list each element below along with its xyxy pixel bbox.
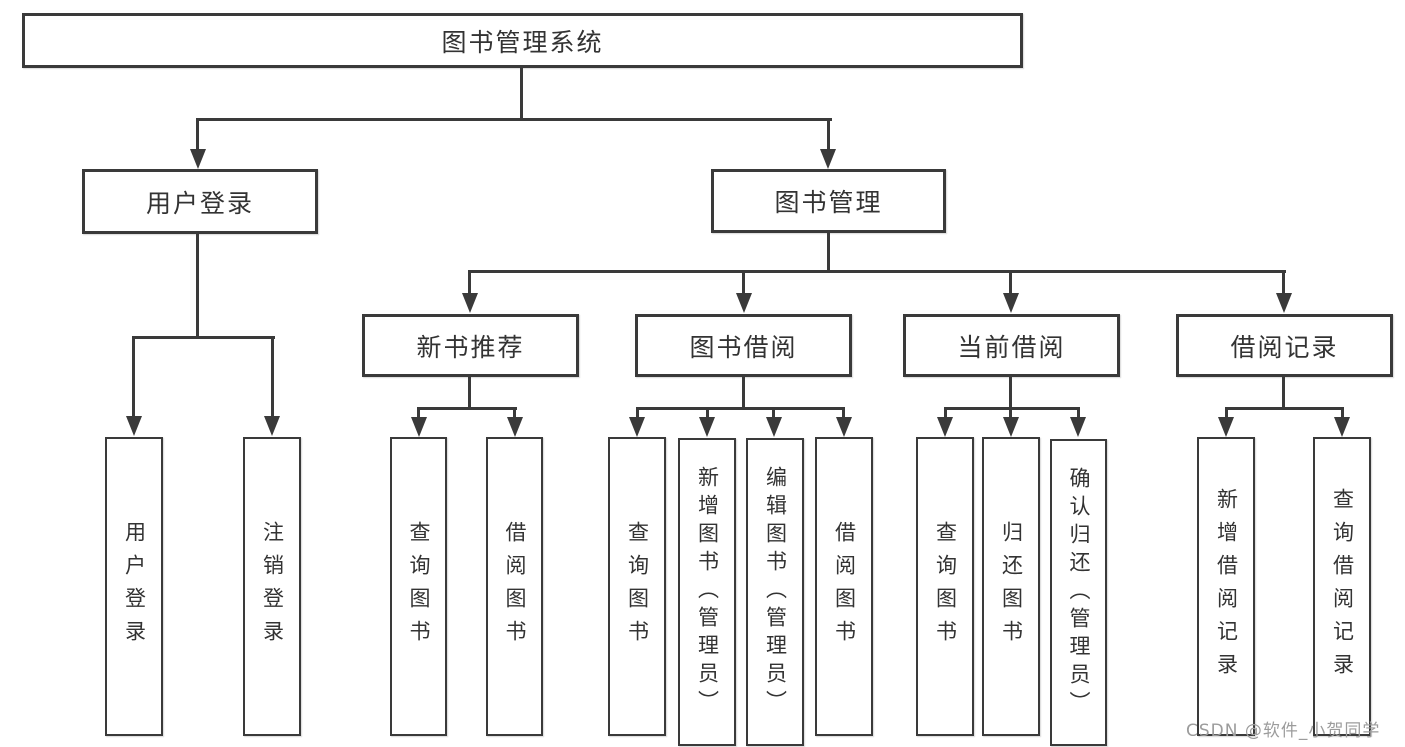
node-user-login-label: 用户登录: [145, 188, 254, 218]
arrow-down-icon: [411, 417, 427, 437]
node-root-label: 图书管理系统: [441, 27, 604, 57]
leaf-logout: 注销登录: [243, 437, 301, 736]
arrow-down-icon: [1003, 293, 1019, 313]
leaf-logout-label: 注销登录: [260, 520, 285, 653]
leaf-edit-book-label: 编辑图书（管理员）: [763, 466, 788, 718]
arrow-down-icon: [629, 417, 645, 437]
connector-line: [132, 336, 275, 339]
leaf-confirm-return: 确认归还（管理员）: [1050, 439, 1107, 746]
arrow-down-icon: [190, 149, 206, 169]
connector-line: [196, 118, 832, 121]
connector-line: [827, 233, 830, 272]
leaf-return-book-label: 归还图书: [999, 520, 1024, 653]
connector-line: [1282, 377, 1285, 410]
connector-line: [132, 336, 135, 418]
arrow-down-icon: [1003, 417, 1019, 437]
arrow-down-icon: [126, 416, 142, 436]
arrow-down-icon: [937, 417, 953, 437]
leaf-add-borrow-record: 新增借阅记录: [1197, 437, 1255, 736]
leaf-query-book-1-label: 查询图书: [407, 520, 431, 653]
arrow-down-icon: [1334, 417, 1350, 437]
connector-line: [417, 407, 420, 418]
arrow-down-icon: [1276, 293, 1292, 313]
watermark: CSDN @软件_小贺同学: [1186, 721, 1381, 741]
node-book-borrow: 图书借阅: [635, 314, 852, 377]
node-book-management: 图书管理: [711, 169, 946, 233]
connector-line: [742, 270, 745, 295]
connector-line: [1077, 407, 1080, 418]
arrow-down-icon: [507, 417, 523, 437]
connector-line: [842, 407, 845, 418]
connector-line: [417, 407, 517, 410]
node-root: 图书管理系统: [22, 13, 1023, 68]
connector-line: [1009, 407, 1012, 418]
arrow-down-icon: [1218, 417, 1234, 437]
connector-line: [742, 377, 745, 410]
node-user-login: 用户登录: [82, 169, 318, 234]
connector-line: [944, 407, 947, 418]
connector-line: [1225, 407, 1228, 418]
arrow-down-icon: [736, 293, 752, 313]
connector-line: [196, 118, 199, 154]
leaf-confirm-return-label: 确认归还（管理员）: [1067, 466, 1091, 719]
leaf-return-book: 归还图书: [982, 437, 1040, 736]
leaf-user-login: 用户登录: [105, 437, 163, 736]
connector-line: [513, 407, 516, 418]
connector-line: [1225, 407, 1344, 410]
connector-line: [1341, 407, 1344, 418]
leaf-query-book-2-label: 查询图书: [625, 520, 650, 653]
leaf-add-borrow-record-label: 新增借阅记录: [1214, 487, 1239, 686]
connector-line: [520, 67, 523, 119]
connector-line: [1009, 270, 1012, 295]
arrow-down-icon: [820, 149, 836, 169]
connector-line: [271, 336, 274, 418]
arrow-down-icon: [264, 416, 280, 436]
arrow-down-icon: [699, 417, 715, 437]
connector-line: [944, 407, 1080, 410]
connector-line: [706, 407, 709, 418]
node-new-book-recommend: 新书推荐: [362, 314, 579, 377]
node-current-borrow-label: 当前借阅: [957, 332, 1066, 362]
node-borrow-record: 借阅记录: [1176, 314, 1393, 377]
leaf-add-book: 新增图书（管理员）: [678, 438, 736, 746]
leaf-query-borrow-record: 查询借阅记录: [1313, 437, 1371, 736]
connector-line: [196, 234, 199, 338]
arrow-down-icon: [766, 417, 782, 437]
connector-line: [1282, 270, 1285, 295]
leaf-borrow-book-1: 借阅图书: [486, 437, 543, 736]
leaf-query-book-3-label: 查询图书: [933, 520, 958, 653]
node-book-borrow-label: 图书借阅: [689, 332, 798, 362]
connector-line: [1009, 377, 1012, 410]
connector-line: [772, 407, 775, 418]
connector-line: [468, 270, 471, 295]
node-book-management-label: 图书管理: [774, 188, 883, 217]
node-current-borrow: 当前借阅: [903, 314, 1120, 377]
arrow-down-icon: [1070, 417, 1086, 437]
leaf-edit-book: 编辑图书（管理员）: [746, 438, 804, 746]
leaf-query-book-1: 查询图书: [390, 437, 447, 736]
node-borrow-record-label: 借阅记录: [1230, 332, 1339, 362]
connector-line: [636, 407, 845, 410]
leaf-borrow-book-2: 借阅图书: [815, 437, 873, 736]
connector-line: [636, 407, 639, 418]
leaf-borrow-book-2-label: 借阅图书: [832, 520, 857, 653]
leaf-query-book-2: 查询图书: [608, 437, 666, 736]
connector-line: [468, 377, 471, 410]
connector-line: [468, 270, 1286, 273]
arrow-down-icon: [836, 417, 852, 437]
leaf-borrow-book-1-label: 借阅图书: [503, 520, 527, 653]
arrow-down-icon: [462, 293, 478, 313]
leaf-user-login-label: 用户登录: [122, 520, 147, 653]
node-new-book-recommend-label: 新书推荐: [416, 332, 525, 362]
leaf-query-borrow-record-label: 查询借阅记录: [1330, 487, 1355, 686]
leaf-add-book-label: 新增图书（管理员）: [695, 466, 720, 718]
connector-line: [827, 118, 830, 154]
leaf-query-book-3: 查询图书: [916, 437, 974, 736]
